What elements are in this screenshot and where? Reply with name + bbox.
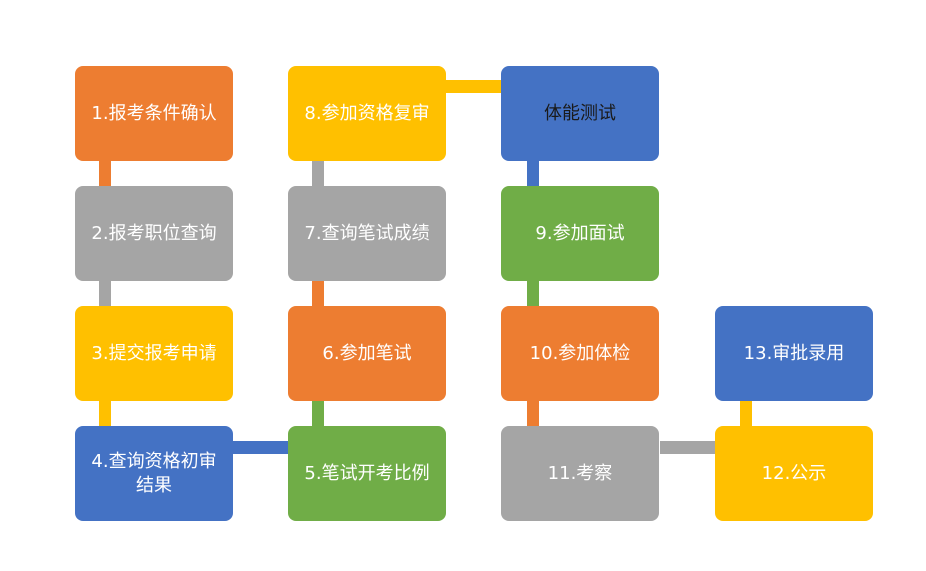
step-12-box: 12.公示: [715, 426, 873, 521]
step-1-box: 1.报考条件确认: [75, 66, 233, 161]
connector-5-6: [312, 401, 324, 426]
step-6-label: 6.参加笔试: [322, 342, 412, 364]
step-6-box: 6.参加笔试: [288, 306, 446, 401]
step-11-box: 11.考察: [501, 426, 659, 521]
step-7-box: 7.查询笔试成绩: [288, 186, 446, 281]
step-13-label: 13.审批录用: [743, 342, 845, 364]
step-4-box: 4.查询资格初审结果: [75, 426, 233, 521]
step-11-label: 11.考察: [547, 462, 613, 484]
connector-10-11: [527, 401, 539, 426]
step-12-label: 12.公示: [761, 462, 827, 484]
step-1-label: 1.报考条件确认: [91, 102, 217, 124]
step-10-label: 10.参加体检: [529, 342, 631, 364]
step-5-box: 5.笔试开考比例: [288, 426, 446, 521]
step-10-box: 10.参加体检: [501, 306, 659, 401]
connector-11-12: [660, 441, 715, 454]
connector-4-5: [233, 441, 288, 454]
connector-1-2: [99, 160, 111, 186]
connector-2-3: [99, 281, 111, 306]
step-13-box: 13.审批录用: [715, 306, 873, 401]
fitness-test-label: 体能测试: [544, 102, 616, 124]
step-8-box: 8.参加资格复审: [288, 66, 446, 161]
step-8-label: 8.参加资格复审: [304, 102, 430, 124]
step-7-label: 7.查询笔试成绩: [304, 222, 430, 244]
step-9-label: 9.参加面试: [535, 222, 625, 244]
connector-6-7: [312, 281, 324, 306]
fitness-test-box: 体能测试: [501, 66, 659, 161]
step-3-box: 3.提交报考申请: [75, 306, 233, 401]
step-9-box: 9.参加面试: [501, 186, 659, 281]
connector-fitness-9: [527, 160, 539, 186]
step-5-label: 5.笔试开考比例: [304, 462, 430, 484]
connector-7-8: [312, 160, 324, 186]
step-3-label: 3.提交报考申请: [91, 342, 217, 364]
step-2-label: 2.报考职位查询: [91, 222, 217, 244]
connector-3-4: [99, 401, 111, 426]
connector-8-fitness: [446, 80, 501, 93]
connector-12-13: [740, 401, 752, 426]
connector-9-10: [527, 281, 539, 306]
step-2-box: 2.报考职位查询: [75, 186, 233, 281]
step-4-label: 4.查询资格初审结果: [91, 450, 217, 496]
